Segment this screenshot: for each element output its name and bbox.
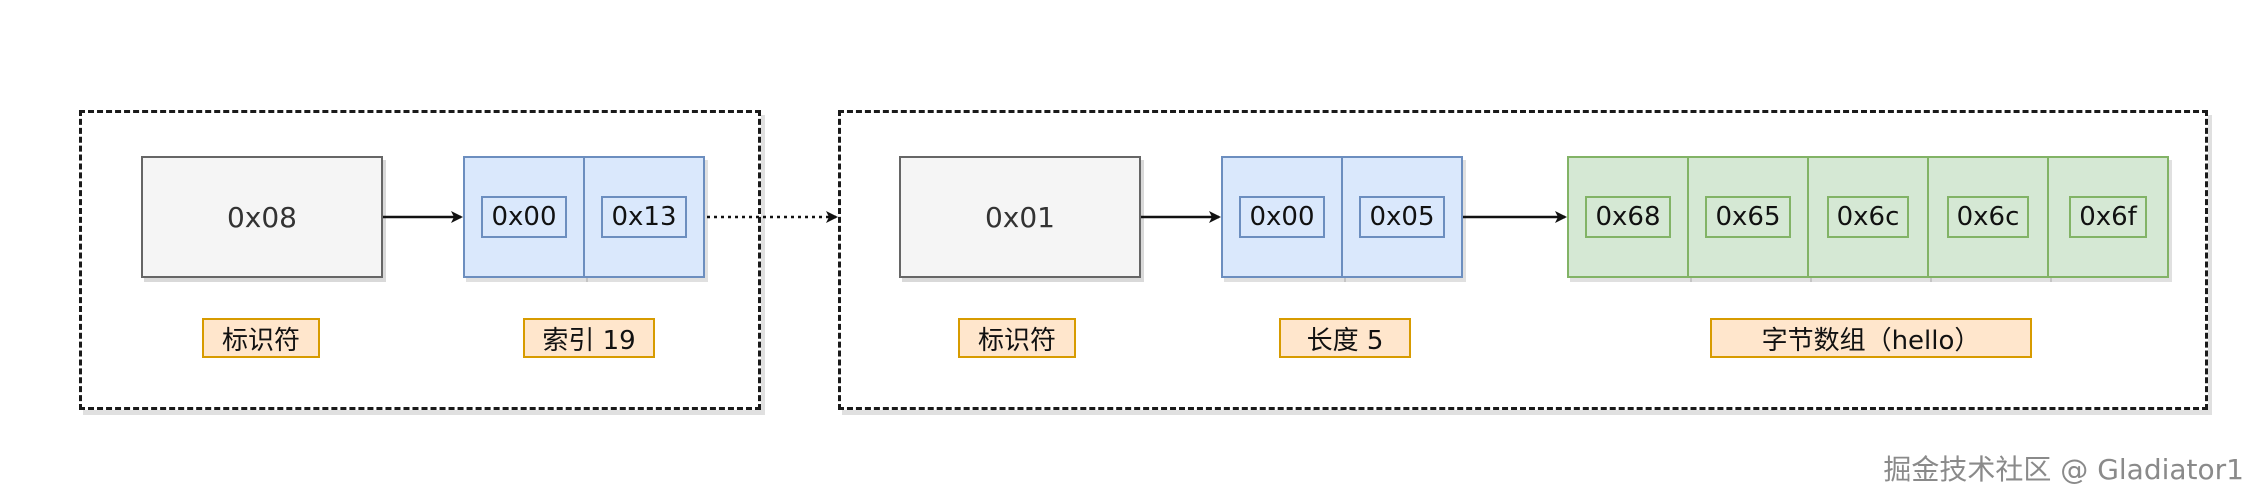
length-byte-1: 0x00 [1239, 196, 1325, 238]
right-frame [838, 110, 2208, 410]
identifier-box-right: 0x01 [899, 156, 1141, 278]
data-byte-5: 0x6f [2069, 196, 2147, 238]
identifier-value-right: 0x01 [984, 200, 1055, 234]
data-byte-3: 0x6c [1826, 196, 1910, 238]
identifier-label-left: 标识符 [202, 318, 320, 358]
data-label: 字节数组（hello） [1710, 318, 2032, 358]
index-byte-2: 0x13 [601, 196, 687, 238]
index-byte-cell-2: 0x13 [583, 156, 705, 278]
data-byte-1: 0x68 [1585, 196, 1671, 238]
data-byte-2: 0x65 [1705, 196, 1791, 238]
identifier-value-left: 0x08 [226, 200, 297, 234]
index-label: 索引 19 [523, 318, 655, 358]
watermark: 掘金技术社区 @ Gladiator1 [1883, 453, 2244, 486]
data-byte-cell-2: 0x65 [1687, 156, 1809, 278]
length-byte-cell-1: 0x00 [1221, 156, 1343, 278]
length-byte-cell-2: 0x05 [1341, 156, 1463, 278]
length-byte-2: 0x05 [1359, 196, 1445, 238]
left-frame [79, 110, 761, 410]
data-byte-cell-4: 0x6c [1927, 156, 2049, 278]
identifier-box-left: 0x08 [141, 156, 383, 278]
index-byte-1: 0x00 [481, 196, 567, 238]
data-byte-cell-5: 0x6f [2047, 156, 2169, 278]
data-byte-4: 0x6c [1946, 196, 2030, 238]
identifier-label-right: 标识符 [958, 318, 1076, 358]
length-label: 长度 5 [1279, 318, 1411, 358]
